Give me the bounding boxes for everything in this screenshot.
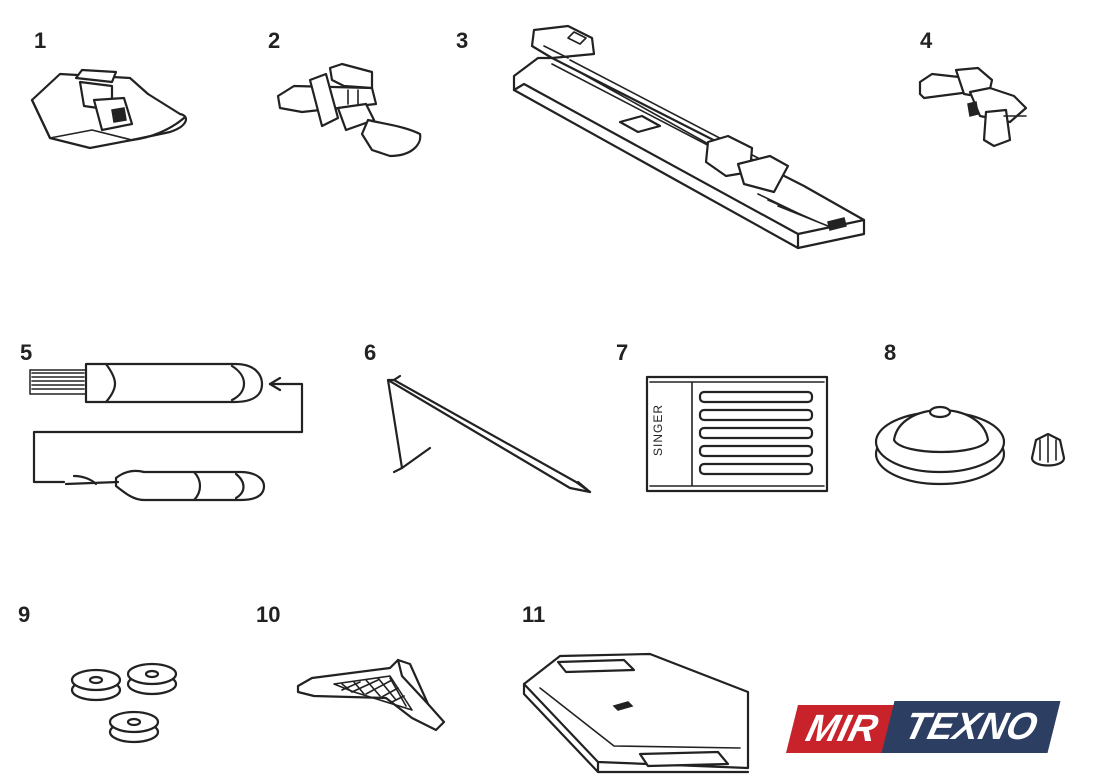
item-number-2: 2 (268, 28, 281, 53)
zipper-foot-illustration (272, 60, 432, 170)
buttonhole-foot-illustration (508, 24, 878, 254)
item-number-9: 9 (18, 602, 31, 627)
logo-part-mir: MIR (786, 705, 898, 753)
item-number-5: 5 (20, 340, 33, 365)
item-number-1: 1 (34, 28, 47, 53)
item-number-8: 8 (884, 340, 897, 365)
needle-card-brand: SINGER (651, 403, 665, 456)
item-number-7: 7 (616, 340, 629, 365)
brush-and-seam-ripper-illustration (26, 354, 316, 504)
spool-cap-illustration (870, 380, 1070, 500)
satin-stitch-foot-illustration (914, 64, 1044, 154)
item-number-11: 11 (522, 602, 546, 627)
logo-part-texno: TEXNO (881, 701, 1061, 753)
needle-pack-illustration (644, 374, 830, 494)
all-purpose-foot-illustration (20, 60, 200, 170)
item-number-6: 6 (364, 340, 377, 365)
feed-cover-plate-illustration (520, 648, 752, 774)
item-number-10: 10 (256, 602, 281, 627)
darning-plate-illustration (294, 652, 454, 742)
mirtexno-logo: MIR TEXNO (786, 701, 1061, 757)
quilting-guide-illustration (380, 370, 610, 510)
bobbins-illustration (68, 654, 188, 754)
item-number-4: 4 (920, 28, 933, 53)
item-number-3: 3 (456, 28, 469, 53)
